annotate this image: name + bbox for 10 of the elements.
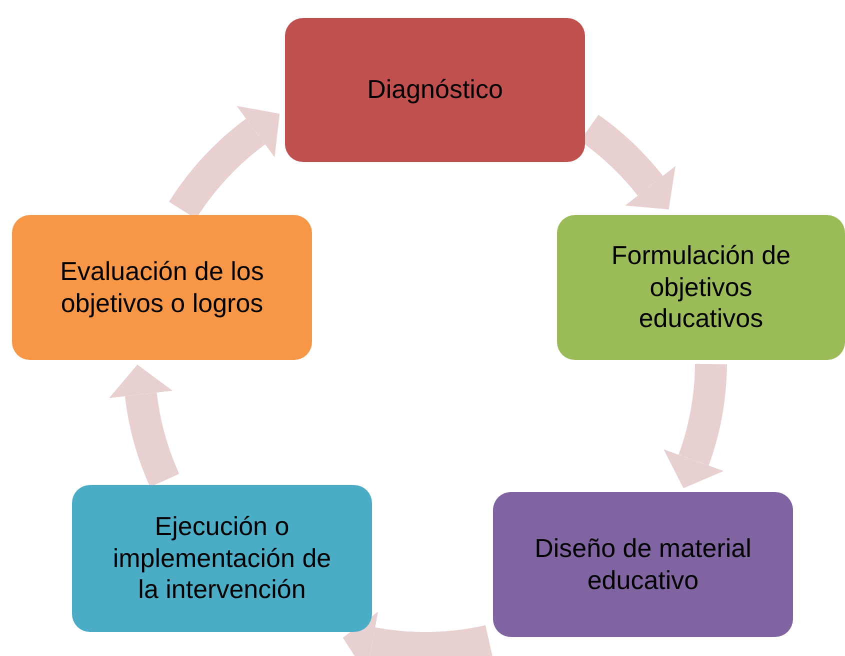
step-label: Diseño de material educativo: [534, 532, 752, 596]
process-box: [285, 18, 585, 162]
process-box: [12, 215, 312, 360]
process-box: [557, 215, 845, 360]
process-box: [493, 492, 793, 637]
step-label: Formulación de objetivos educativos: [610, 240, 792, 336]
step-label: Ejecución o implementación de la intervención: [112, 510, 332, 606]
step-label: Evaluación de los objetivos o logros: [59, 256, 265, 320]
process-box: [72, 485, 372, 632]
step-label: Diagnóstico: [367, 74, 503, 106]
